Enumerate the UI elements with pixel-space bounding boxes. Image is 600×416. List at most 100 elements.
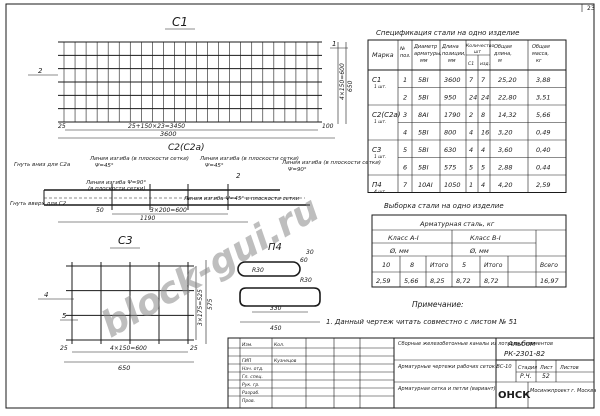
steel-frame (371, 214, 567, 288)
spec-cell-mass: 3,88 (536, 76, 550, 84)
spec-cell-dia: 10АI (418, 181, 433, 189)
view-c2: С2(С2а) Линия изгиба (в плоскости сетки)… (10, 143, 381, 223)
steel-col-10: 10 (382, 261, 390, 269)
notes-title: Примечание: (412, 300, 464, 309)
c3-mesh (66, 262, 194, 344)
spec-h-qty: Количество (466, 43, 494, 49)
c2-bend-angle-2: Ψ=45° (205, 163, 224, 169)
spec-cell-sub: 1 шт. (374, 119, 386, 125)
corner-number: 23 (587, 5, 595, 12)
spec-h-pos: № (399, 46, 405, 52)
c2-dim-b: 50 (96, 207, 104, 214)
steel-col-vsego: Всего (540, 262, 558, 269)
stamp-grid (228, 338, 594, 408)
c3-mark-5: 5 (62, 312, 67, 320)
stamp-role: Разраб. (242, 390, 260, 396)
spec-cell-len: 630 (444, 146, 456, 154)
c2-bend-4b: (в плоскости сетки) (88, 186, 146, 192)
spec-cell-q2: 7 (481, 76, 486, 84)
spec-h-dia2: арматуры, (414, 51, 442, 57)
steel-val-3: 8,25 (430, 277, 444, 285)
spec-cell-q2: 4 (481, 181, 485, 189)
spec-cell-mass: 3,51 (536, 94, 550, 102)
c2-bend-1: Линия изгиба (в плоскости сетки) (89, 156, 189, 162)
c2-dim-c: 1190 (140, 215, 155, 222)
spec-cell-mass: 5,66 (536, 111, 550, 119)
spec-cell-q1: 4 (469, 129, 473, 137)
stamp-title-2: Арматурные чертежи рабочих сеток ВС-10 (397, 364, 512, 370)
spec-cell-pos: 3 (403, 111, 407, 119)
steel-col-8: 8 (410, 261, 414, 269)
spec-cell-sub: 1 шт. (374, 84, 386, 90)
spec-cell-q2: 16 (481, 129, 489, 137)
stamp-role: Пров. (242, 398, 255, 404)
p4-dim-r: R30 (300, 277, 312, 284)
spec-cell-q1: 4 (469, 146, 473, 154)
p4-dim-inner: 330 (270, 305, 282, 312)
stamp-title-1: Сборные железобетонные каналы из лотковы… (398, 341, 553, 347)
stamp-album: Альбом (507, 340, 536, 348)
c2-bend-up: Гнуть вверх для С2 (10, 201, 67, 207)
view-c3-title: С3 (118, 234, 133, 247)
spec-h-mark: Марка (372, 51, 394, 59)
notes-text: 1. Данный чертеж читать совместно с лист… (326, 318, 517, 326)
steel-col-itogo: Итого (430, 262, 449, 269)
dim-c1-width: 3600 (160, 130, 177, 138)
spec-cell-q2: 5 (481, 164, 485, 172)
spec-cell-dia: 8АI (418, 111, 429, 119)
steel-dia-b: Ø, мм (469, 247, 489, 255)
c2-mark-2: 2 (236, 172, 241, 180)
stamp-kol: Кол. (274, 342, 284, 348)
c3-dim-right: 25 (190, 345, 198, 352)
spec-cell-len: 800 (444, 129, 456, 137)
watermark: block-gui.ru (94, 189, 326, 346)
spec-cell-pos: 4 (403, 129, 407, 137)
spec-cell-q1: 2 (469, 111, 473, 119)
spec-frame (367, 39, 567, 193)
p4-dim-top: R30 (252, 267, 264, 274)
spec-cell-len: 1790 (444, 111, 461, 119)
spec-h-total3: м (498, 58, 502, 64)
dim-c1-right: 100 (322, 123, 334, 130)
dim-c1-left: 25 (58, 123, 66, 130)
view-p4: П4 R30 R30 60 30 330 450 (237, 242, 321, 332)
steel-title: Выборка стали на одно изделие (384, 202, 504, 210)
spec-cell-pos: 2 (403, 94, 407, 102)
stamp-org-2: Мосинжпроект г. Москва (530, 388, 596, 394)
spec-cell-total: 4,20 (498, 181, 512, 189)
spec-h-len3: мм (448, 58, 456, 64)
title-block: Альбом РК-2301-82 Сборные железобетонные… (227, 337, 596, 409)
dim-c1-side: 4×150=600 (339, 63, 346, 100)
steel-dia-a: Ø, мм (389, 247, 409, 255)
spec-cell-pos: 7 (403, 181, 408, 189)
steel-class-b: Класс В-I (470, 234, 501, 242)
view-p4-title: П4 (268, 242, 282, 253)
stamp-stage: Р.Ч. (520, 373, 532, 380)
spec-h-mass2: масса, (532, 51, 549, 57)
spec-h-qty2: шт (474, 50, 481, 55)
notes: Примечание: 1. Данный чертеж читать совм… (326, 300, 517, 326)
spec-h-total: Общая (494, 44, 512, 50)
spec-cell-mark: П4 (372, 181, 382, 189)
spec-cell-q1: 1 (469, 181, 473, 189)
spec-h-mass: Общая (532, 44, 550, 50)
spec-cell-mass: 0,44 (536, 164, 550, 172)
stamp-stage-label: Стадия (518, 365, 537, 371)
stamp-sheets-label: Листов (559, 365, 579, 371)
dim-c1-spacing: 25+150×23=3450 (128, 123, 185, 130)
spec-cell-q1: 7 (469, 76, 474, 84)
stamp-sheet: 52 (542, 373, 550, 380)
spec-cell-mark: С3 (372, 146, 381, 154)
spec-h-dia3: мм (420, 58, 428, 64)
spec-h-len: Длина (441, 44, 459, 50)
steel-col-5: 5 (462, 261, 466, 269)
spec-cell-pos: 5 (403, 146, 407, 154)
spec-h-dia: Диаметр (413, 44, 437, 50)
spec-table: Спецификация стали на одно изделие Марка… (367, 29, 567, 195)
c2-bend-angle-3: Ψ=90° (288, 167, 307, 173)
loop-side (239, 287, 321, 307)
stamp-album-code: РК-2301-82 (504, 350, 546, 358)
spec-cell-q2: 24 (481, 94, 489, 102)
c3-dim-width-total: 650 (118, 364, 130, 372)
